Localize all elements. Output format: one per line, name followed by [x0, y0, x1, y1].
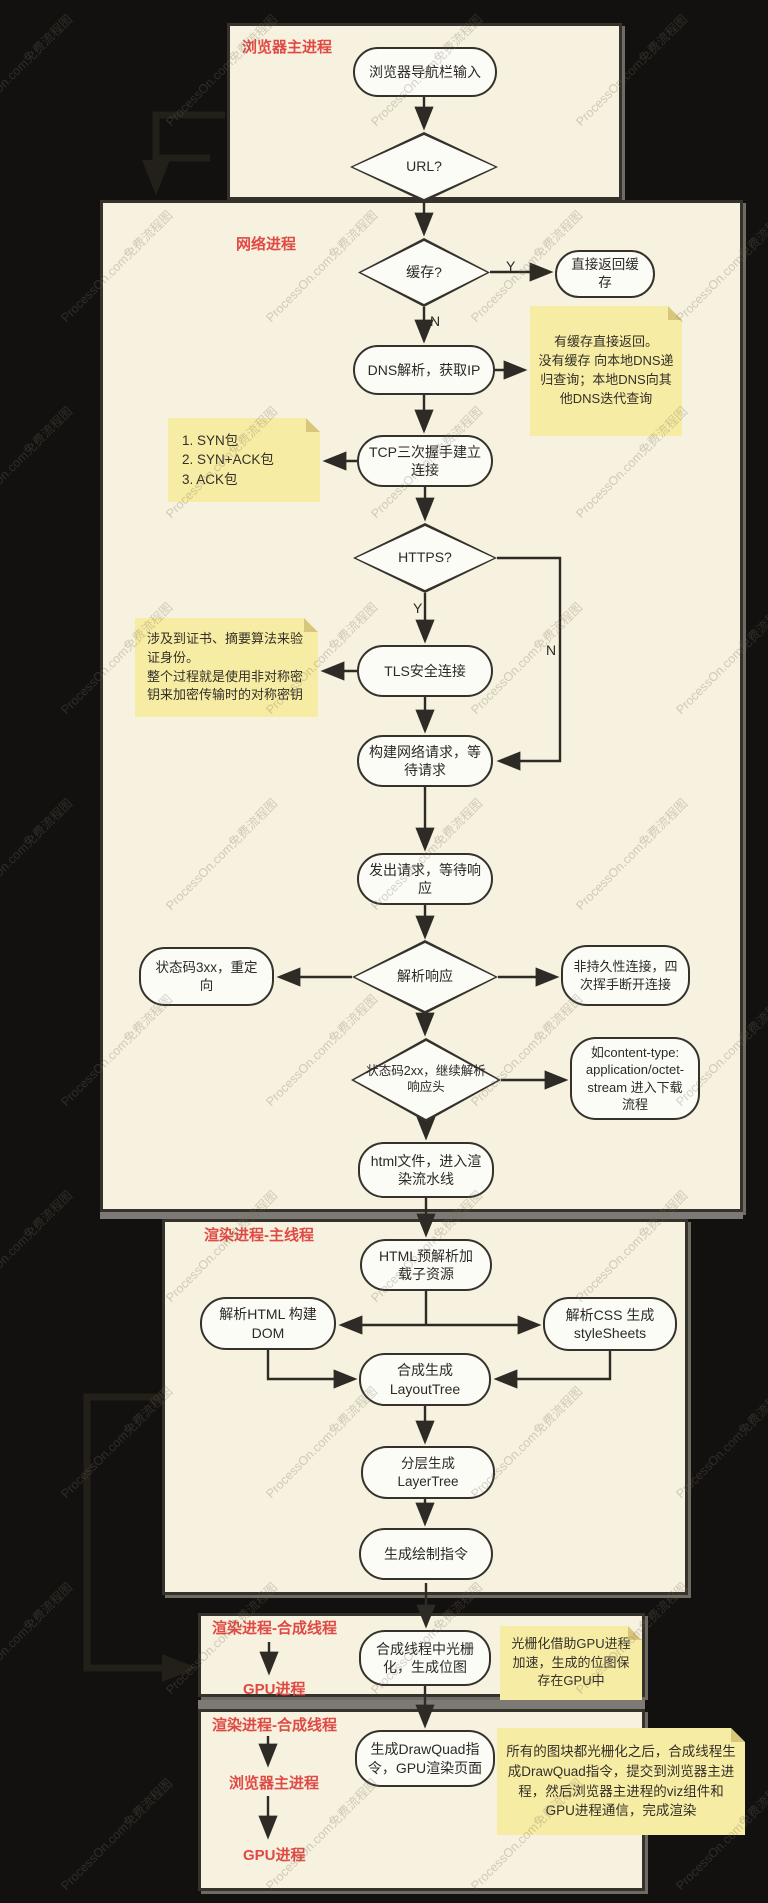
node-parse-response-label: 解析响应: [397, 968, 453, 985]
node-nav-input: 浏览器导航栏输入: [353, 47, 497, 97]
label-network-process: 网络进程: [236, 236, 297, 253]
node-cache-decision: 缓存?: [358, 238, 490, 307]
note-draw-quad-detail: 所有的图块都光栅化之后，合成线程生成DrawQuad指令，提交到浏览器主进程，然…: [497, 1728, 745, 1835]
node-raster: 合成线程中光栅化，生成位图: [359, 1630, 491, 1686]
note-dns-cache: 有缓存直接返回。 没有缓存 向本地DNS递归查询；本地DNS向其他DNS迭代查询: [530, 306, 682, 436]
watermark-text: ProcessOn.com免费流程图: [0, 12, 76, 130]
divider-strip-bottom: [198, 1700, 645, 1709]
node-build-request: 构建网络请求，等待请求: [357, 735, 493, 787]
note-tcp-syn: 1. SYN包 2. SYN+ACK包 3. ACK包: [168, 418, 320, 502]
label-render-compositor-thread-1: 渲染进程-合成线程: [212, 1620, 337, 1637]
branch-https-no: N: [546, 642, 557, 658]
watermark-text: ProcessOn.com免费流程图: [58, 1776, 176, 1894]
node-cache-decision-label: 缓存?: [406, 263, 442, 280]
node-layer-tree: 分层生成LayerTree: [361, 1446, 495, 1499]
node-https-decision: HTTPS?: [353, 523, 497, 593]
branch-cache-no: N: [430, 313, 441, 329]
node-return-cache: 直接返回缓存: [555, 250, 655, 298]
divider-strip-top: [100, 1212, 743, 1219]
label-gpu-process-1: GPU进程: [243, 1681, 306, 1698]
node-parse-html: 解析HTML 构建DOM: [200, 1297, 336, 1350]
watermark-text: ProcessOn.com免费流程图: [0, 1580, 76, 1698]
watermark-text: ProcessOn.com免费流程图: [58, 1384, 176, 1502]
node-parse-response-decision: 解析响应: [352, 940, 498, 1014]
note-tls-cert: 涉及到证书、摘要算法来验证身份。 整个过程就是使用非对称密钥来加密传输时的对称密…: [135, 618, 318, 717]
note-fold-icon: [731, 1728, 745, 1742]
branch-https-yes: Y: [413, 600, 423, 616]
node-https-decision-label: HTTPS?: [398, 549, 452, 566]
node-dns: DNS解析，获取IP: [353, 345, 495, 395]
node-preparse: HTML预解析加载子资源: [360, 1239, 492, 1291]
node-paint-ops: 生成绘制指令: [359, 1528, 493, 1580]
node-url-decision-label: URL?: [406, 158, 442, 175]
watermark-text: ProcessOn.com免费流程图: [0, 796, 76, 914]
node-tcp-handshake: TCP三次握手建立连接: [357, 435, 493, 487]
node-non-persistent: 非持久性连接，四次挥手断开连接: [561, 945, 690, 1006]
label-render-main-thread: 渲染进程-主线程: [204, 1227, 314, 1244]
watermark-text: ProcessOn.com免费流程图: [0, 1188, 76, 1306]
node-status-2xx-decision: 状态码2xx，继续解析响应头: [351, 1038, 501, 1122]
node-send-request: 发出请求，等待响应: [357, 853, 493, 905]
node-draw-quad: 生成DrawQuad指令，GPU渲染页面: [355, 1730, 495, 1787]
label-render-compositor-thread-2: 渲染进程-合成线程: [212, 1717, 337, 1734]
label-browser-main-process-2: 浏览器主进程: [229, 1775, 320, 1792]
node-url-decision: URL?: [350, 132, 498, 202]
label-gpu-process-2: GPU进程: [243, 1847, 306, 1864]
node-layout-tree: 合成生成LayoutTree: [359, 1353, 491, 1406]
node-parse-css: 解析CSS 生成styleSheets: [543, 1297, 677, 1351]
label-browser-main-process: 浏览器主进程: [242, 39, 333, 56]
node-status-3xx: 状态码3xx，重定向: [139, 947, 274, 1006]
node-content-type: 如content-type: application/octet-stream …: [570, 1037, 700, 1120]
node-tls: TLS安全连接: [357, 645, 493, 697]
node-status-2xx-label: 状态码2xx，继续解析响应头: [366, 1064, 486, 1094]
branch-cache-yes: Y: [506, 258, 516, 274]
note-raster-gpu: 光栅化借助GPU进程加速，生成的位图保存在GPU中: [500, 1626, 642, 1700]
watermark-text: ProcessOn.com免费流程图: [0, 404, 76, 522]
node-html-file: html文件，进入渲染流水线: [358, 1142, 494, 1198]
